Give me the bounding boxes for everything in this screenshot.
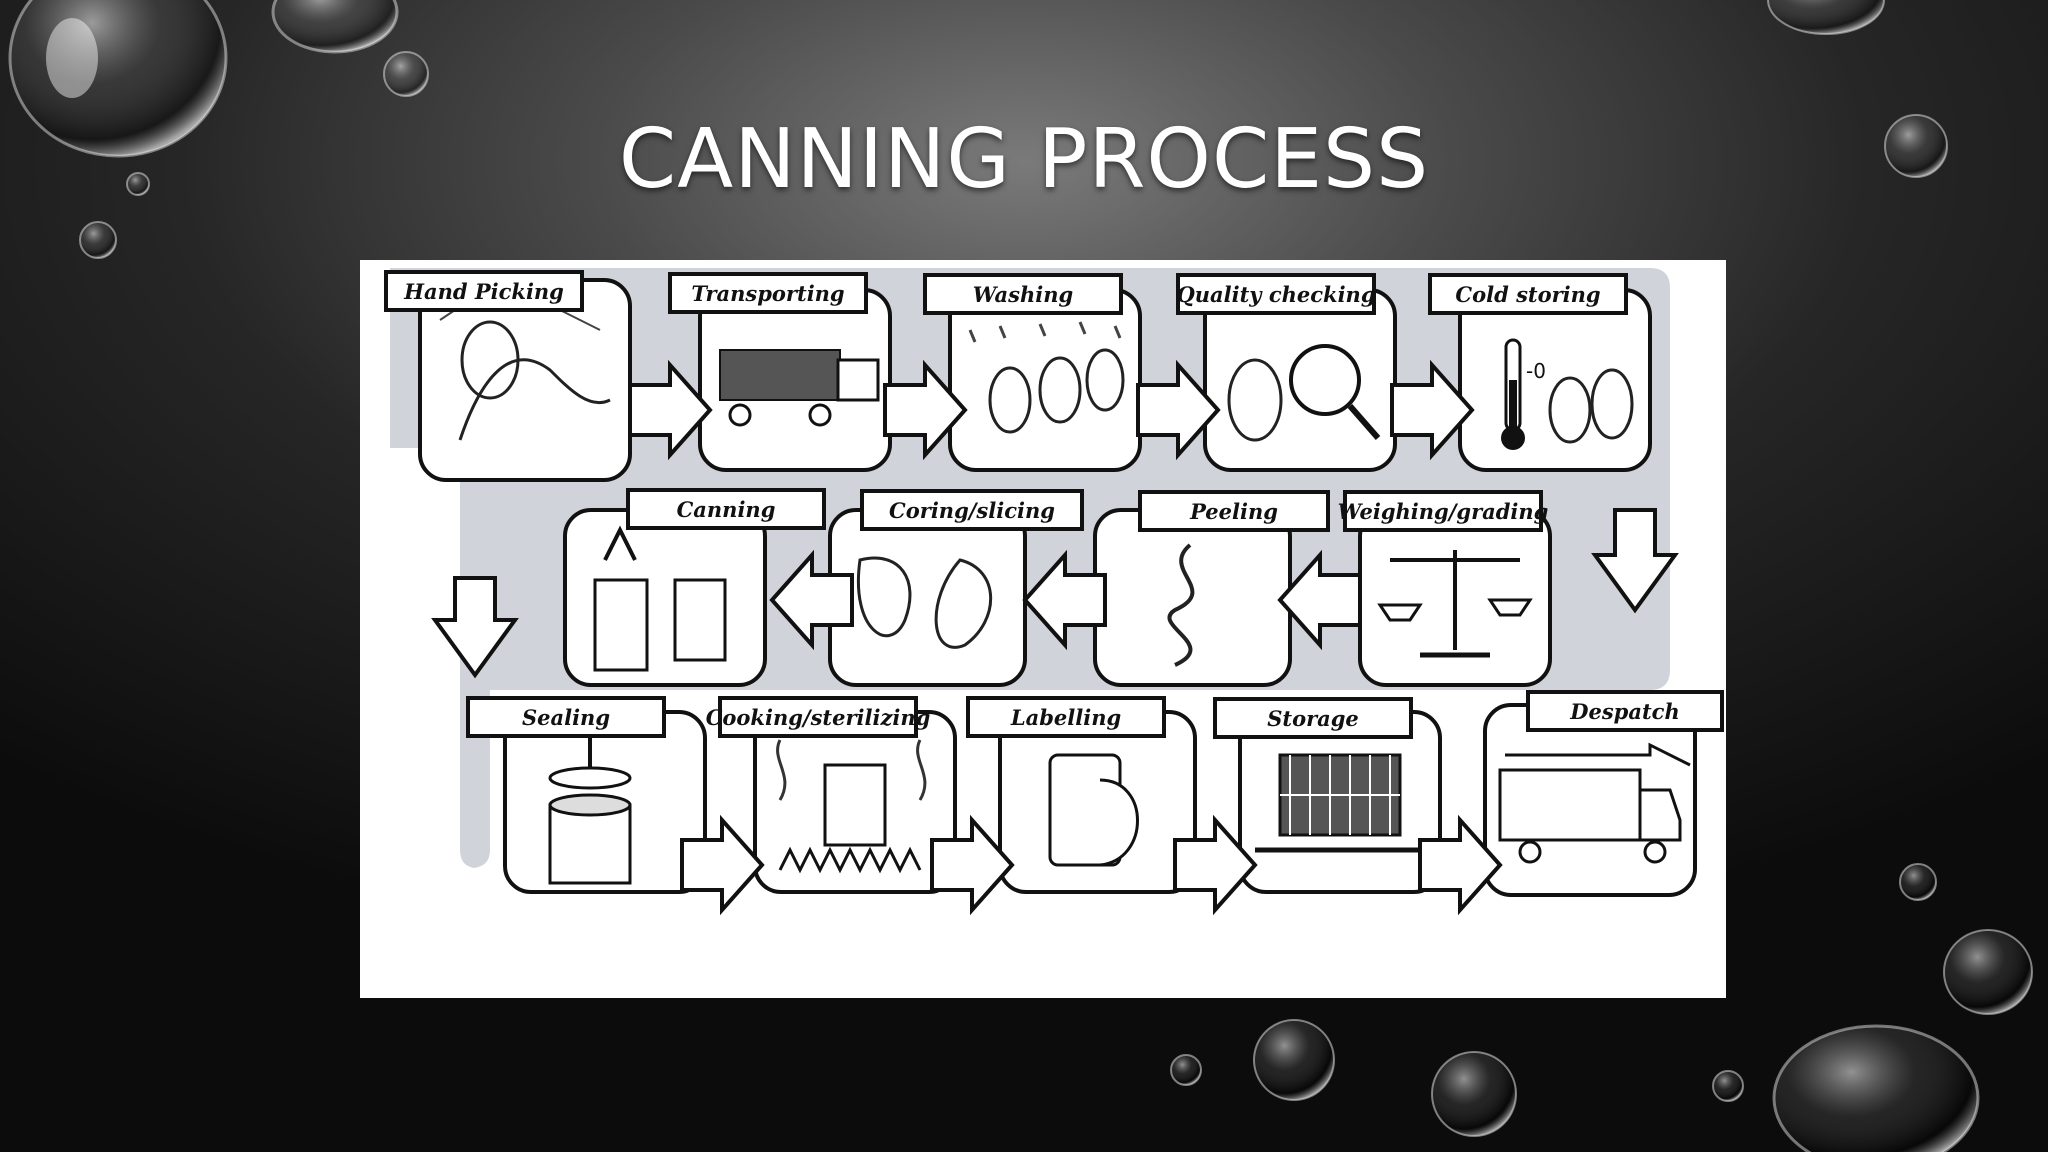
step-label-tab: Hand Picking — [384, 270, 584, 312]
flow-arrow-right — [930, 814, 1015, 916]
step-label-tab: Storage — [1213, 697, 1413, 739]
step-label: Cooking/sterilizing — [706, 705, 931, 730]
step-label-tab: Cooking/sterilizing — [706, 696, 931, 738]
droplet — [1712, 1070, 1744, 1102]
step-label-tab: Peeling — [1138, 490, 1330, 532]
step-label-tab: Despatch — [1526, 690, 1724, 732]
step-label-tab: Washing — [923, 273, 1123, 315]
step-label: Labelling — [1010, 705, 1121, 730]
flow-arrow-left — [1022, 549, 1107, 651]
flow-arrow-right — [1136, 359, 1221, 461]
step-label: Weighing/grading — [1338, 499, 1549, 524]
slide-title: CANNING PROCESS — [618, 112, 1430, 207]
step-label: Storage — [1267, 706, 1359, 731]
flow-arrow-down — [1591, 508, 1679, 614]
step-label: Canning — [677, 497, 776, 522]
step-peeling — [1093, 508, 1292, 687]
step-sealing — [503, 710, 707, 894]
step-transporting — [698, 288, 892, 472]
canning-process-diagram: -0 — [360, 260, 1726, 998]
step-label-tab: Sealing — [466, 696, 666, 738]
step-label-tab: Weighing/grading — [1338, 490, 1549, 532]
droplet — [383, 51, 429, 97]
droplet — [1170, 1054, 1202, 1086]
step-quality-checking — [1203, 288, 1397, 472]
flow-arrow-left — [769, 549, 854, 651]
droplet — [1899, 863, 1937, 901]
step-weighing-grading — [1358, 508, 1552, 687]
flow-arrow-right — [883, 359, 968, 461]
flow-arrow-right — [1418, 814, 1503, 916]
step-despatch — [1483, 703, 1697, 897]
droplet — [1767, 0, 1885, 35]
droplet — [1772, 1024, 1980, 1152]
flow-arrow-right — [680, 814, 765, 916]
flow-arrow-left — [1277, 549, 1362, 651]
step-label-tab: Cold storing — [1428, 273, 1628, 315]
step-canning — [563, 508, 767, 687]
step-label: Sealing — [522, 705, 610, 730]
step-label: Coring/slicing — [889, 498, 1055, 523]
step-label: Washing — [973, 282, 1073, 307]
droplet — [1431, 1051, 1517, 1137]
step-label-tab: Canning — [626, 488, 826, 530]
step-label-tab: Quality checking — [1176, 273, 1376, 315]
flow-arrow-down — [431, 576, 519, 679]
step-label: Hand Picking — [403, 279, 564, 304]
step-label: Transporting — [691, 281, 844, 306]
droplet — [79, 221, 117, 259]
step-label-tab: Labelling — [966, 696, 1166, 738]
step-label: Peeling — [1189, 499, 1278, 524]
flow-arrow-right — [628, 359, 713, 461]
step-storage — [1238, 710, 1442, 894]
step-coring-slicing — [828, 508, 1027, 687]
step-label-tab: Transporting — [668, 272, 868, 314]
step-label-tab: Coring/slicing — [860, 489, 1084, 531]
flow-arrow-right — [1173, 814, 1258, 916]
step-label: Despatch — [1569, 699, 1679, 724]
step-label: Cold storing — [1455, 282, 1600, 307]
droplet — [1943, 929, 2033, 1015]
step-cold-storing: -0 — [1458, 288, 1652, 472]
flow-arrow-right — [1390, 359, 1475, 461]
droplet — [1253, 1019, 1335, 1101]
step-label: Quality checking — [1176, 282, 1375, 307]
step-washing — [948, 288, 1142, 472]
droplet — [271, 0, 399, 54]
step-labelling — [998, 710, 1197, 894]
thermometer-reading: -0 — [1526, 359, 1546, 383]
step-cooking-sterilizing — [753, 710, 957, 894]
